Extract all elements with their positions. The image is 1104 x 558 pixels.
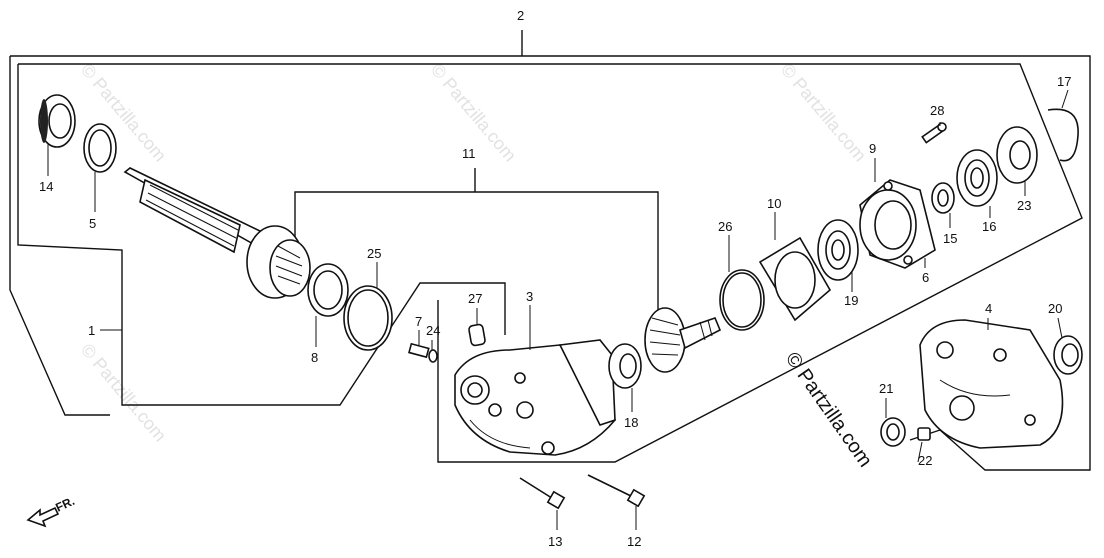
- seal-21: [880, 417, 906, 447]
- gear-case-3: [454, 339, 616, 456]
- watermark-faint-3: © Partzilla.com: [777, 60, 870, 166]
- washer-8: [307, 263, 349, 317]
- leader-lines: [47, 89, 1069, 530]
- label-5: 5: [89, 216, 96, 231]
- assembly-2-outline: [10, 55, 1091, 471]
- label-27: 27: [468, 291, 482, 306]
- assembly-1-outline: [17, 64, 506, 406]
- o-ring-25: [343, 285, 393, 351]
- oil-seal-14: [38, 94, 76, 148]
- bearing-19: [817, 219, 859, 281]
- dowel-pin-27: [468, 323, 486, 347]
- bolt-28: [921, 122, 947, 144]
- label-15: 15: [943, 231, 957, 246]
- stud-7: [408, 342, 430, 359]
- label-11: 11: [462, 146, 476, 161]
- label-16: 16: [982, 219, 996, 234]
- front-arrow-icon: [26, 506, 60, 528]
- bearing-holder-9: [859, 179, 936, 269]
- front-direction-label: FR.: [53, 494, 76, 515]
- label-2: 2: [517, 8, 524, 23]
- part-labels: 1 2 3 4 5 6 7 8 9 10 11 12 13 14 15 16 1…: [39, 8, 1071, 549]
- front-direction-indicator: FR.: [26, 494, 77, 528]
- label-1: 1: [88, 323, 95, 338]
- label-6: 6: [922, 270, 929, 285]
- label-9: 9: [869, 141, 876, 156]
- pinion-gear: [644, 307, 722, 373]
- drive-shaft: [123, 167, 311, 299]
- bearing-16: [956, 149, 998, 207]
- washer-24: [428, 349, 438, 363]
- label-20: 20: [1048, 301, 1062, 316]
- label-28: 28: [930, 103, 944, 118]
- label-10: 10: [767, 196, 781, 211]
- label-25: 25: [367, 246, 381, 261]
- bolt-13: [519, 477, 566, 510]
- label-8: 8: [311, 350, 318, 365]
- label-17: 17: [1057, 74, 1071, 89]
- watermark-faint-4: © Partzilla.com: [77, 340, 170, 446]
- label-3: 3: [526, 289, 533, 304]
- label-13: 13: [548, 534, 562, 549]
- assembly-inner-outline: [18, 63, 1083, 463]
- bearing-18: [608, 343, 642, 389]
- label-14: 14: [39, 179, 53, 194]
- seal-20: [1053, 335, 1083, 375]
- label-18: 18: [624, 415, 638, 430]
- watermark-main: © Partzilla.com: [781, 348, 876, 471]
- label-4: 4: [985, 301, 992, 316]
- label-22: 22: [918, 453, 932, 468]
- washer-5: [83, 123, 117, 173]
- label-23: 23: [1017, 198, 1031, 213]
- label-21: 21: [879, 381, 893, 396]
- label-19: 19: [844, 293, 858, 308]
- seal-23: [996, 126, 1038, 184]
- assembly-2-left-edge: [9, 56, 110, 416]
- label-7: 7: [415, 314, 422, 329]
- circlip-17: [1047, 108, 1079, 162]
- label-12: 12: [627, 534, 641, 549]
- o-ring-26: [719, 269, 765, 331]
- drain-bolt-22: [917, 427, 931, 441]
- nut-15: [931, 182, 955, 214]
- label-26: 26: [718, 219, 732, 234]
- bolt-12: [587, 474, 646, 508]
- part-11-bracket: [294, 191, 659, 310]
- final-gear-case-4: [919, 319, 1064, 449]
- gasket-10: [758, 236, 832, 322]
- label-24: 24: [426, 323, 440, 338]
